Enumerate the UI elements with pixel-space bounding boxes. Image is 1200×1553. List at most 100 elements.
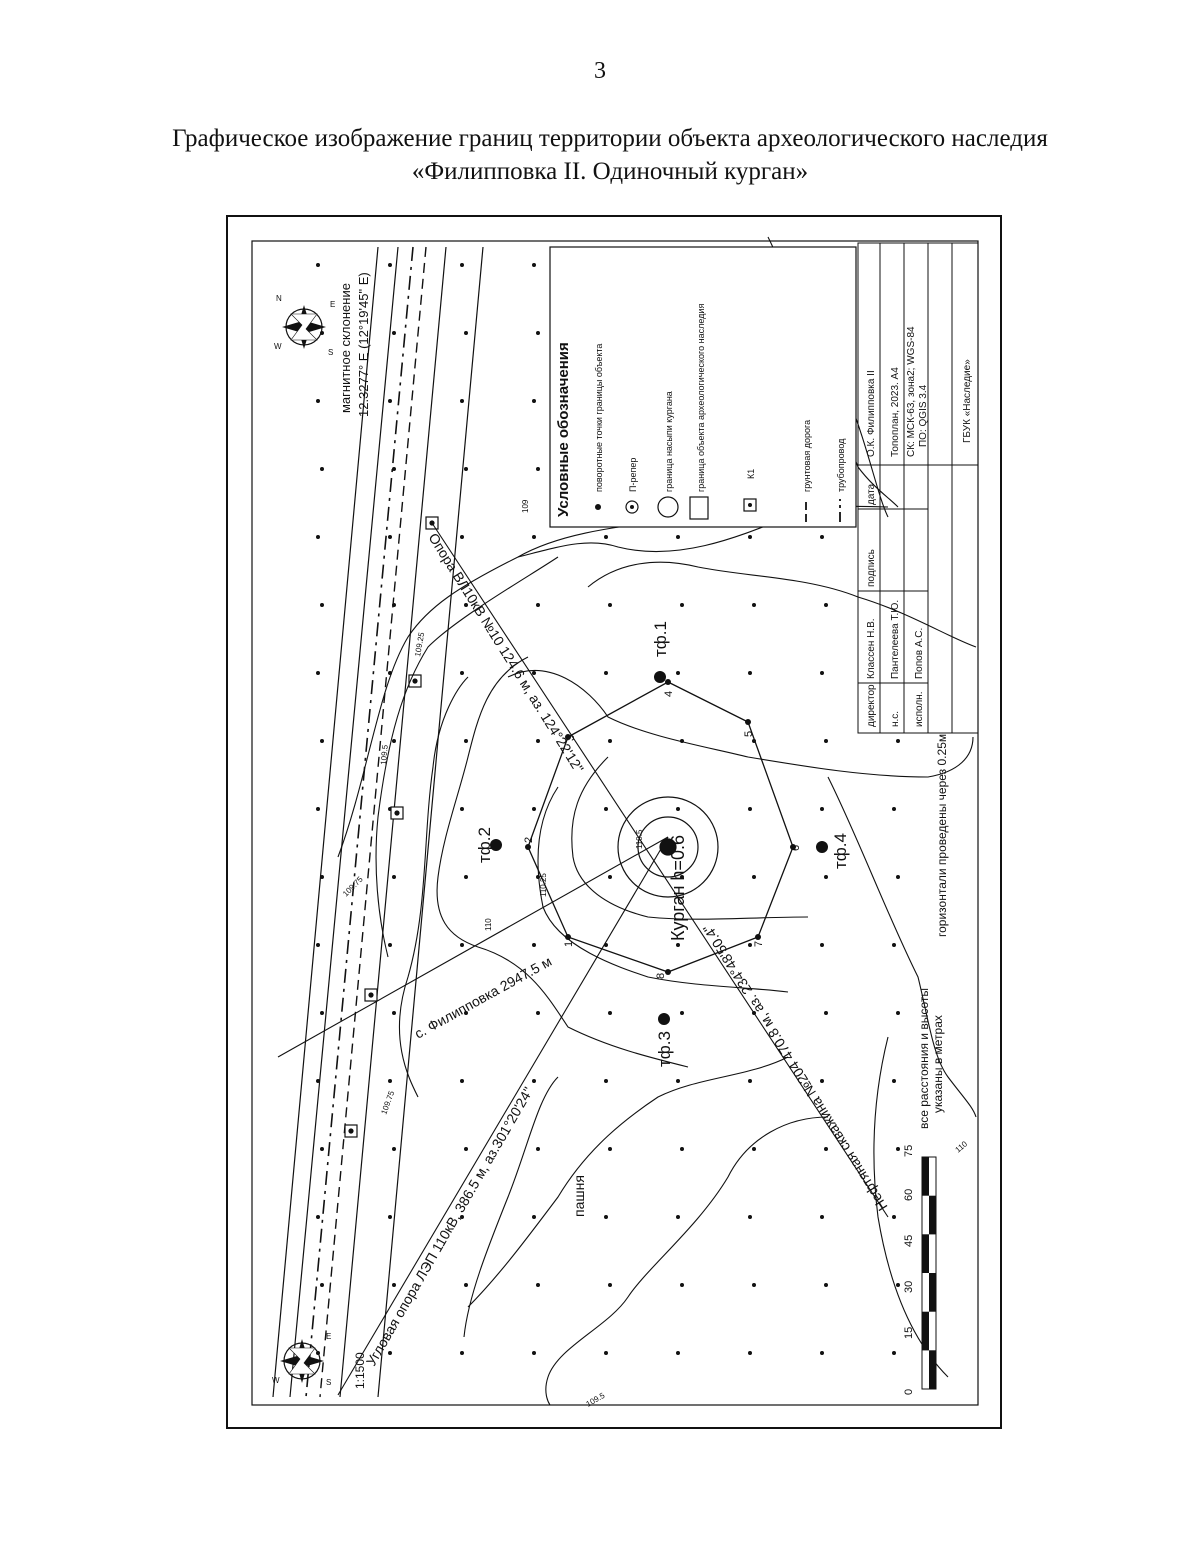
compass-rose-bottom-icon: E W S — [272, 1332, 331, 1387]
grid-dot — [388, 1351, 392, 1355]
legend-point-icon — [595, 504, 601, 510]
title-stamp — [857, 242, 979, 734]
grid-dot — [752, 875, 756, 879]
grid-dot — [532, 1079, 536, 1083]
grid-dot — [316, 263, 320, 267]
opora-label: Опора ВЛ10кВ №10 124.6 м, аз. 124°22'12" — [425, 530, 587, 775]
contour-label: 109.5 — [585, 1391, 607, 1409]
grid-dot — [532, 1215, 536, 1219]
svg-text:W: W — [274, 342, 282, 351]
grid-dot — [464, 467, 468, 471]
grid-dot — [608, 739, 612, 743]
contour-label: 109 — [521, 499, 530, 513]
road-line — [289, 246, 399, 1398]
stamp-name: Пантелеева Т.Ю. — [890, 600, 901, 679]
grid-dot — [464, 331, 468, 335]
point-number: 1 — [563, 941, 575, 947]
grid-dot — [532, 671, 536, 675]
grid-dot — [748, 807, 752, 811]
grid-dot — [896, 875, 900, 879]
legend-item: К1 — [746, 469, 756, 479]
grid-dot — [320, 1283, 324, 1287]
tf3-label: тф.3 — [655, 1031, 674, 1067]
grid-dot — [316, 943, 320, 947]
grid-dot — [460, 399, 464, 403]
stamp-info1: Топоплан, 2023. А4 — [890, 367, 901, 457]
contour-label: 110 — [484, 918, 493, 931]
kurgan-outer-circle — [617, 796, 719, 898]
legend-item: трубопровод — [836, 438, 846, 492]
boundary-point — [565, 934, 571, 940]
svg-text:N: N — [276, 294, 282, 303]
grid-dot — [748, 1079, 752, 1083]
dirt-road-line — [319, 246, 427, 1398]
road-line — [377, 246, 484, 1398]
grid-dot — [824, 603, 828, 607]
tf4-label: тф.4 — [831, 833, 850, 869]
scale-tick: 15 — [903, 1327, 915, 1339]
svg-text:S: S — [328, 348, 333, 357]
contour-line — [571, 756, 809, 920]
grid-dot — [532, 807, 536, 811]
stamp-role: директор — [866, 684, 877, 727]
skvazhina-label: Нефтяная скважина №204 470.8 м, аз. 234°… — [700, 922, 891, 1214]
legend: Условные обозначения поворотные точки гр… — [549, 246, 857, 528]
boundary-point — [665, 969, 671, 975]
grid-dot — [680, 1283, 684, 1287]
title-line-1: Графическое изображение границ территори… — [172, 125, 1048, 152]
grid-dot — [460, 807, 464, 811]
scale-tick: 0 — [903, 1389, 915, 1395]
grid-dot — [464, 875, 468, 879]
benchmark-tf4 — [816, 841, 828, 853]
grid-dot — [680, 1011, 684, 1015]
grid-dot — [824, 739, 828, 743]
grid-dot — [604, 535, 608, 539]
contour-label: 110 — [954, 1139, 970, 1154]
grid-dot — [460, 1215, 464, 1219]
grid-dot — [604, 807, 608, 811]
stamp-role: исполн. — [914, 692, 925, 727]
kurgan-inner-circle — [637, 816, 699, 878]
grid-dot — [748, 671, 752, 675]
grid-dot — [536, 1147, 540, 1151]
contour-line — [436, 656, 689, 1068]
contour-label: 109.75 — [379, 1089, 396, 1116]
boundary-points — [525, 679, 796, 975]
grid-dot — [388, 399, 392, 403]
pole-dot — [348, 1128, 354, 1134]
grid-dot — [320, 603, 324, 607]
grid-dot — [896, 1283, 900, 1287]
point-number: 3 — [565, 735, 577, 741]
benchmarks — [490, 671, 828, 1025]
grid-dot — [824, 1147, 828, 1151]
magnetic-declination: магнитное склонение 12.3277° E (12°19'45… — [338, 272, 371, 417]
tie-labels: Опора ВЛ10кВ №10 124.6 м, аз. 124°22'12"… — [363, 530, 891, 1368]
grid-dot — [536, 1011, 540, 1015]
point-number: 2 — [523, 837, 535, 843]
pole-dot — [412, 678, 418, 684]
legend-item: грунтовая дорога — [802, 420, 812, 492]
contour-line — [375, 556, 559, 958]
stamp-info3: ПО: QGIS 3.4 — [918, 384, 929, 447]
grid-dot — [896, 1147, 900, 1151]
scale-label: 1:1500 — [353, 1352, 367, 1389]
grid-dot — [748, 535, 752, 539]
stamp-role: н.с. — [890, 711, 901, 727]
stamp-col-sign: подпись — [866, 549, 877, 587]
inner-frame — [251, 240, 979, 1406]
stamp-org: ГБУК «Наследие» — [962, 359, 973, 443]
pole-dot — [368, 992, 374, 998]
legend-boundary-icon — [689, 496, 709, 520]
kurgan-center — [659, 838, 677, 856]
scale-tick: 75 — [903, 1145, 915, 1157]
grid-dot — [392, 1147, 396, 1151]
grid-dot — [820, 807, 824, 811]
grid-dot — [392, 875, 396, 879]
point-number: 5 — [743, 731, 755, 737]
grid-dot — [536, 739, 540, 743]
uglovaya-label: Угловая опора ЛЭП 110кВ, 386.5 м, аз.301… — [363, 1084, 536, 1368]
grid-dot — [316, 399, 320, 403]
grid-dot — [820, 1351, 824, 1355]
grid-dot — [892, 1215, 896, 1219]
grid-dot — [608, 1283, 612, 1287]
